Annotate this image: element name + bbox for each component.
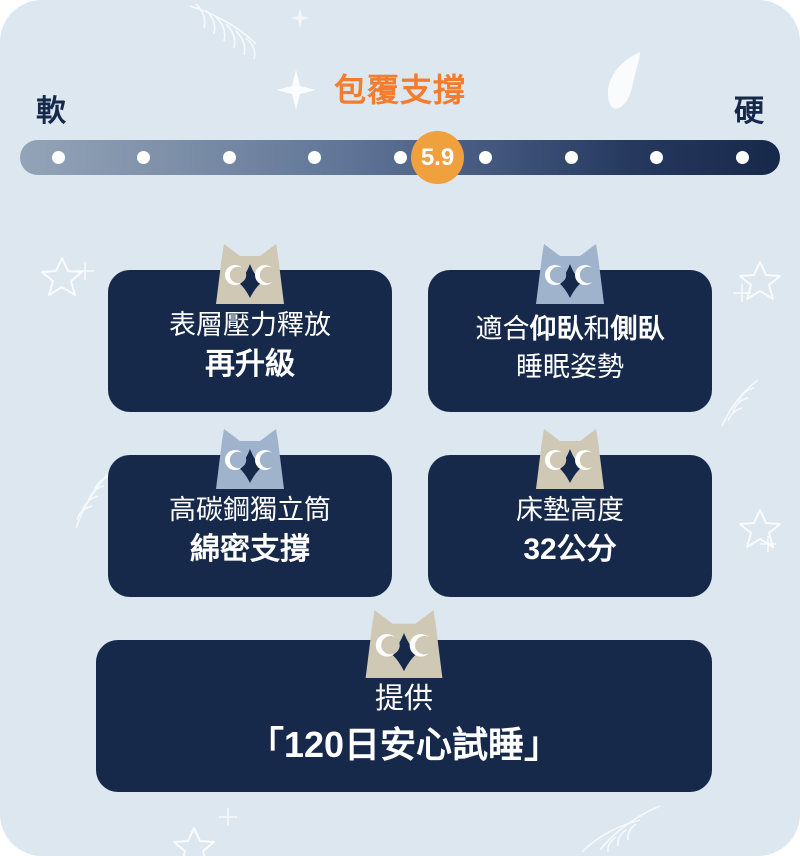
card-line-primary: 床墊高度	[516, 495, 624, 525]
owl-icon-beige	[365, 610, 443, 678]
plain-text: 適合	[475, 314, 530, 344]
owl-icon-beige	[216, 244, 284, 304]
card-line-secondary: 綿密支撐	[190, 533, 310, 566]
feature-card-spring-support[interactable]: 高碳鋼獨立筒 綿密支撐	[108, 429, 392, 597]
emphasized-text: 側臥	[610, 314, 665, 344]
slider-tick-dot	[564, 151, 578, 164]
slider-tick-dot	[51, 151, 65, 164]
card-line-secondary: 再升級	[205, 348, 295, 381]
slider-tick-dot	[222, 151, 236, 164]
card-line-secondary: 睡眠姿勢	[516, 352, 624, 382]
slider-tick-dot	[479, 151, 492, 164]
feature-card-trial-period[interactable]: 提供 「120日安心試睡」	[96, 610, 712, 792]
card-line-primary: 高碳鋼獨立筒	[169, 495, 331, 525]
card-line-primary: 表層壓力釋放	[169, 310, 331, 340]
owl-icon-blue	[216, 429, 284, 489]
slider-tick-dot	[735, 151, 749, 164]
card-line-secondary: 32公分	[523, 533, 617, 566]
feature-card-pressure-relief[interactable]: 表層壓力釋放 再升級	[108, 244, 392, 412]
owl-icon-blue	[536, 244, 604, 304]
scale-firm-label: 硬	[734, 95, 764, 128]
firmness-value-badge[interactable]: 5.9	[411, 131, 464, 184]
slider-tick-dot	[308, 151, 321, 164]
plain-text: 和	[583, 314, 611, 344]
card-line-primary: 提供	[374, 683, 433, 715]
feature-card-sleep-position[interactable]: 適合仰臥和側臥 睡眠姿勢	[428, 244, 712, 412]
scale-title: 包覆支撐	[333, 72, 466, 108]
emphasized-text: 仰臥	[529, 314, 584, 344]
card-line-secondary: 「120日安心試睡」	[247, 724, 561, 765]
feature-card-mattress-height[interactable]: 床墊高度 32公分	[428, 429, 712, 597]
owl-icon-beige	[536, 429, 604, 489]
slider-tick-dot	[137, 151, 150, 164]
slider-tick-dot	[650, 151, 663, 164]
scale-soft-label: 軟	[36, 95, 66, 128]
firmness-slider-track[interactable]	[20, 140, 780, 175]
slider-tick-dot	[393, 151, 407, 164]
card-line-primary: 適合仰臥和側臥	[428, 310, 712, 348]
